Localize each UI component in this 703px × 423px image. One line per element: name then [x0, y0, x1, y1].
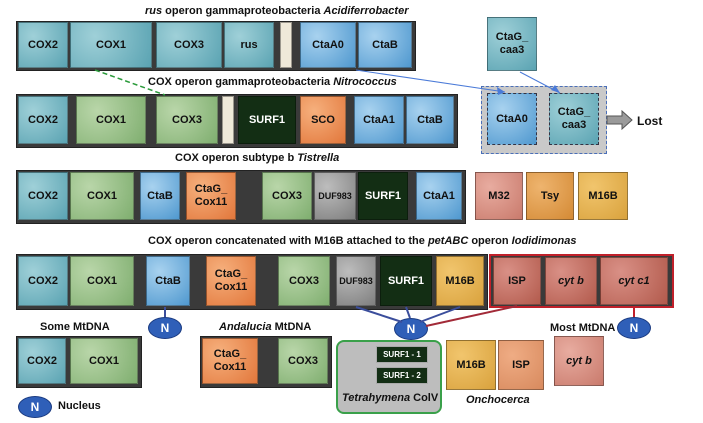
row1-title: rus operon gammaproteobacteria Acidiferr…: [145, 5, 409, 17]
gene-cox1: COX1: [70, 338, 138, 384]
gene-isp: ISP: [493, 257, 541, 305]
gene-cyt-b: cyt b: [545, 257, 597, 305]
onchocerca-title: Onchocerca: [466, 394, 530, 406]
gene-cox1: COX1: [70, 22, 152, 68]
gene-cox2: COX2: [18, 256, 68, 306]
gene-ctaa1: CtaA1: [416, 172, 462, 220]
gene-cyt-c1: cyt c1: [600, 257, 668, 305]
gene-cox3: COX3: [278, 338, 328, 384]
gene-m16b: M16B: [578, 172, 628, 220]
gene-m16b: M16B: [446, 340, 496, 390]
gene-ctab: CtaB: [140, 172, 180, 220]
gene-ctab: CtaB: [146, 256, 190, 306]
gene-ctag-caa3-side: CtaG_ caa3: [487, 17, 537, 71]
nucleus-marker: N: [617, 317, 651, 339]
gene-ctaa0: CtaA0: [300, 22, 356, 68]
gene-tsy: Tsy: [526, 172, 574, 220]
gene-cox1: COX1: [76, 96, 146, 144]
lost-label: Lost: [637, 114, 663, 128]
row4-title: COX operon concatenated with M16B attach…: [148, 235, 577, 247]
gene-isp: ISP: [498, 340, 544, 390]
gene-cox2: COX2: [18, 172, 68, 220]
spacer-gene: [222, 96, 234, 144]
gene-ctag-cox11: CtaG_ Cox11: [186, 172, 236, 220]
gene-cox3: COX3: [278, 256, 330, 306]
nucleus-marker: N: [148, 317, 182, 339]
gene-surf1: SURF1: [358, 172, 408, 220]
gene-cox1: COX1: [70, 172, 134, 220]
gene-ctab: CtaB: [358, 22, 412, 68]
gene-ctag-caa3-lost: CtaG_ caa3: [549, 93, 599, 145]
gene-cox3: COX3: [156, 22, 222, 68]
gene-ctag-cox11: CtaG_ Cox11: [206, 256, 256, 306]
tetrahymena-title: Tetrahymena ColV: [342, 392, 439, 404]
gene-cox2: COX2: [18, 96, 68, 144]
gene-surf1-1: SURF1 - 1: [376, 346, 428, 363]
nucleus-marker: N: [394, 318, 428, 340]
andalucia-title: Andalucia MtDNA: [219, 321, 312, 333]
gene-cox2: COX2: [18, 22, 68, 68]
legend-nucleus-label: Nucleus: [58, 400, 101, 412]
gene-cox1: COX1: [70, 256, 134, 306]
gene-m32: M32: [475, 172, 523, 220]
gene-surf1: SURF1: [238, 96, 296, 144]
gene-cox2: COX2: [18, 338, 66, 384]
legend-nucleus-symbol: N: [18, 396, 52, 418]
gene-duf983: DUF983: [336, 256, 376, 306]
gene-sco: SCO: [300, 96, 346, 144]
most-mtdna-title: Most MtDNA: [550, 322, 616, 334]
gene-duf983: DUF983: [314, 172, 356, 220]
gene-ctab: CtaB: [406, 96, 454, 144]
gene-cox3: COX3: [262, 172, 312, 220]
row3-title: COX operon subtype b Tistrella: [175, 152, 340, 164]
row2-title: COX operon gammaproteobacteria Nitrococc…: [148, 76, 397, 88]
gene-surf1-2: SURF1 - 2: [376, 367, 428, 384]
gene-ctaa1: CtaA1: [354, 96, 404, 144]
gene-ctag-cox11: CtaG_ Cox11: [202, 338, 258, 384]
gene-rus: rus: [224, 22, 274, 68]
spacer-gene: [280, 22, 292, 68]
gene-cox3: COX3: [156, 96, 218, 144]
some-mtdna-title: Some MtDNA: [40, 321, 110, 333]
gene-m16b: M16B: [436, 256, 484, 306]
gene-surf1: SURF1: [380, 256, 432, 306]
gene-cyt-b: cyt b: [554, 336, 604, 386]
gene-ctaa0-lost: CtaA0: [487, 93, 537, 145]
